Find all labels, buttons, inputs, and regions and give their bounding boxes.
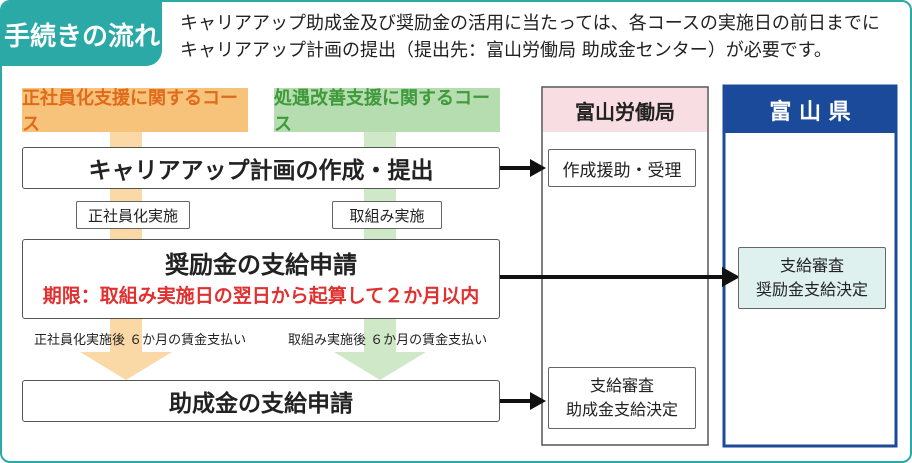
incentive-application-step: 奨励金の支給申請 期限：取組み実施日の翌日から起算して２か月以内 — [22, 239, 500, 319]
bureau-column — [541, 86, 709, 446]
procedure-flow-tag: 手続きの流れ — [2, 2, 162, 66]
plan-submission-step: キャリアアップ計画の作成・提出 — [22, 147, 500, 189]
prefecture-header: 富 山 県 — [725, 87, 895, 133]
bureau-review-line1: 支給審査 — [589, 376, 654, 395]
course1-header: 正社員化支援に関するコース — [22, 88, 248, 135]
green-down-arrow — [334, 352, 426, 380]
course2-header: 処遇改善支援に関するコース — [274, 88, 500, 135]
arrow-plan-head — [530, 159, 546, 177]
course1-implement-tag: 正社員化実施 — [76, 201, 190, 229]
incentive-deadline: 期限：取組み実施日の翌日から起算して２か月以内 — [42, 285, 480, 307]
course2-wage-note: 取組み実施後 ６か月の賃金支払い — [288, 333, 488, 348]
bureau-plan-support: 作成援助・受理 — [548, 149, 696, 187]
bureau-review-box: 支給審査 助成金支給決定 — [548, 367, 696, 429]
bureau-review-line2: 助成金支給決定 — [565, 400, 678, 419]
arrow-subsidy-head — [530, 392, 546, 410]
bureau-header: 富山労働局 — [543, 88, 707, 132]
intro-text: キャリアアップ助成金及び奨励金の活用に当たっては、各コースの実施日の前日までに … — [180, 10, 906, 64]
intro-line-2: キャリアアップ計画の提出（提出先：富山労働局 助成金センター）が必要です。 — [180, 40, 832, 61]
subsidy-application-step: 助成金の支給申請 — [22, 380, 500, 422]
course2-implement-tag: 取組み実施 — [332, 201, 442, 229]
incentive-title: 奨励金の支給申請 — [165, 251, 357, 279]
prefecture-column — [722, 84, 898, 448]
intro-line-1: キャリアアップ助成金及び奨励金の活用に当たっては、各コースの実施日の前日までに — [180, 13, 880, 34]
arrow-incentive-head — [722, 267, 740, 287]
prefecture-review-line1: 支給審査 — [779, 256, 844, 275]
orange-down-arrow — [80, 352, 172, 380]
prefecture-review-box: 支給審査 奨励金支給決定 — [738, 247, 886, 309]
course1-wage-note: 正社員化実施後 ６か月の賃金支払い — [34, 333, 247, 348]
prefecture-review-line2: 奨励金支給決定 — [755, 280, 868, 299]
